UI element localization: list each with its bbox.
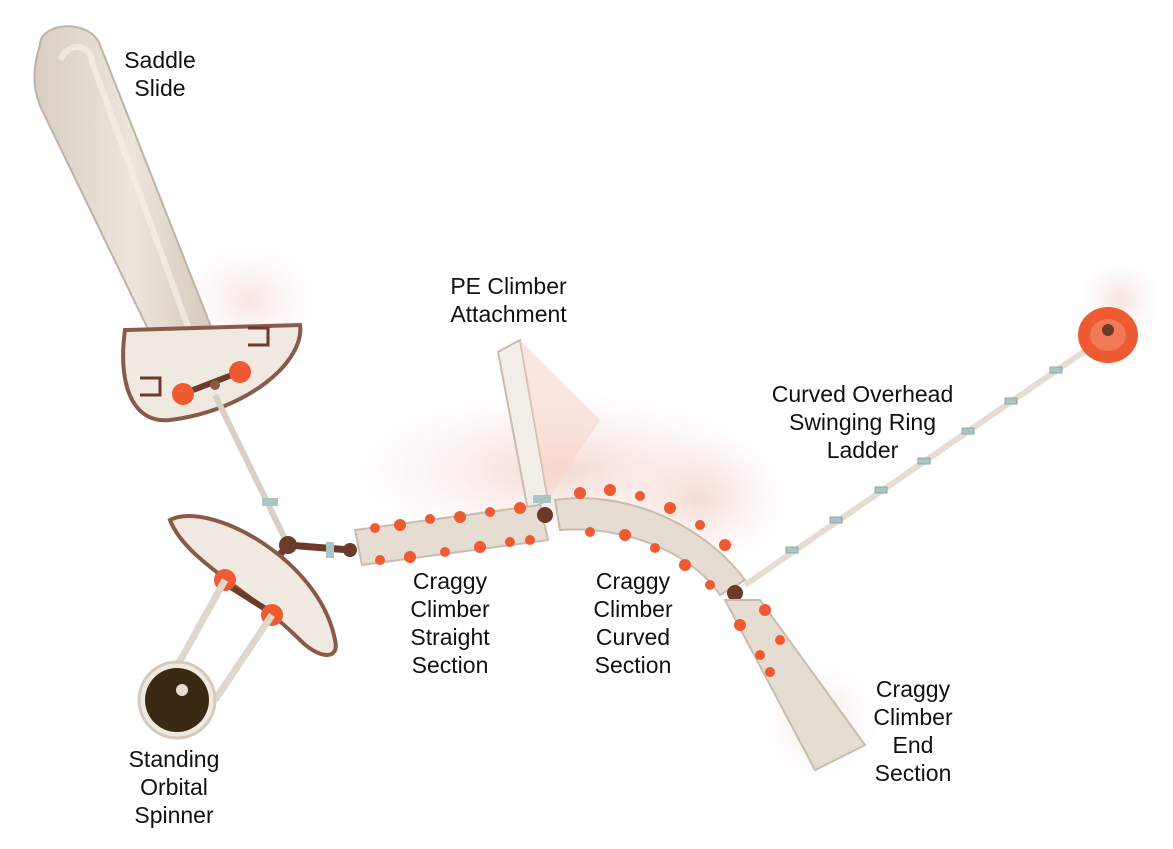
label-line: Straight xyxy=(410,624,490,650)
label-line: Curved Overhead xyxy=(771,381,954,407)
curved-overhead-swinging-ring-ladder xyxy=(743,307,1138,588)
label-line: Section xyxy=(594,652,672,678)
label-line: Orbital xyxy=(140,774,208,800)
label-line: End xyxy=(892,732,934,758)
label-line: Craggy xyxy=(412,568,488,594)
label-line: Slide xyxy=(134,75,186,101)
label-line: Craggy xyxy=(875,676,951,702)
label-craggy-climber-end: Craggy Climber End Section xyxy=(853,675,973,787)
label-line: Section xyxy=(411,652,489,678)
label-line: Standing xyxy=(128,746,220,772)
label-line: Curved xyxy=(595,624,671,650)
craggy-climber-curved-section xyxy=(553,484,747,601)
label-line: Ladder xyxy=(826,437,899,463)
label-line: Spinner xyxy=(134,802,214,828)
label-line: Saddle xyxy=(124,47,196,73)
label-line: Swinging Ring xyxy=(788,409,937,435)
label-line: PE Climber xyxy=(450,273,567,299)
label-saddle-slide: Saddle Slide xyxy=(100,46,220,102)
label-craggy-climber-curved: Craggy Climber Curved Section xyxy=(573,567,693,679)
label-line: Section xyxy=(874,760,952,786)
label-standing-orbital-spinner: Standing Orbital Spinner xyxy=(104,745,244,829)
label-line: Climber xyxy=(410,596,490,622)
saddle-slide xyxy=(33,25,303,423)
label-pe-climber-attachment: PE Climber Attachment xyxy=(426,272,591,328)
label-line: Craggy xyxy=(595,568,671,594)
label-line: Attachment xyxy=(450,301,567,327)
label-craggy-climber-straight: Craggy Climber Straight Section xyxy=(390,567,510,679)
craggy-climber-end-section xyxy=(723,599,867,772)
label-curved-overhead-ring-ladder: Curved Overhead Swinging Ring Ladder xyxy=(755,380,970,464)
label-line: Climber xyxy=(873,704,953,730)
standing-orbital-spinner xyxy=(137,514,338,740)
label-line: Climber xyxy=(593,596,673,622)
craggy-climber-straight-section xyxy=(343,495,553,567)
